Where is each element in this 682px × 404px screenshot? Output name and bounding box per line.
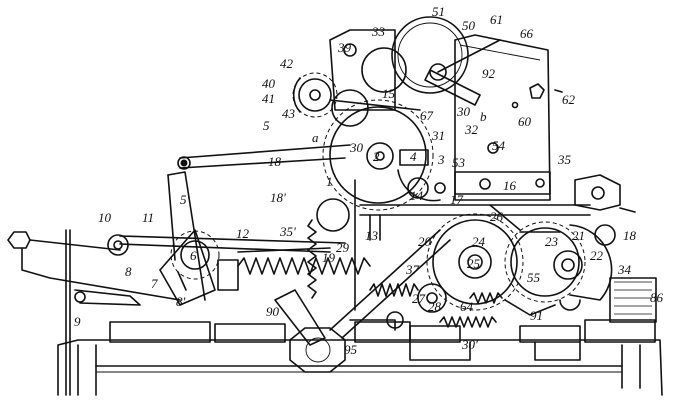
- ref-label-35b: 35': [279, 224, 296, 239]
- ref-label-33: 33: [371, 24, 386, 39]
- gear-24: [426, 213, 524, 311]
- ref-label-2: 2: [373, 149, 380, 164]
- ref-label-41: 41: [262, 91, 275, 106]
- pinion-42: [292, 72, 338, 118]
- ref-label-40: 40: [262, 76, 276, 91]
- ref-label-90: 90: [266, 304, 280, 319]
- ref-label-30b: 30: [349, 140, 364, 155]
- ref-label-95: 95: [344, 342, 358, 357]
- ref-label-92: 92: [482, 66, 496, 81]
- ref-label-9: 9: [74, 314, 81, 329]
- ref-label-19: 19: [322, 250, 336, 265]
- ref-label-4: 4: [410, 149, 417, 164]
- ref-label-1: 1: [326, 174, 333, 189]
- lever-5: [167, 144, 351, 301]
- arm-26: [489, 204, 521, 231]
- ref-label-b: b: [480, 109, 487, 124]
- ref-label-17: 17: [450, 192, 464, 207]
- spring-64: [439, 316, 497, 328]
- ref-label-12: 12: [236, 226, 250, 241]
- ref-label-16: 16: [503, 178, 517, 193]
- spring-short: [469, 292, 503, 304]
- ref-label-50: 50: [462, 18, 476, 33]
- ref-label-26: 26: [490, 209, 504, 224]
- ref-label-24: 24: [472, 234, 486, 249]
- ref-label-54: 54: [492, 138, 506, 153]
- ref-label-6: 6: [190, 248, 197, 263]
- ref-label-67: 67: [420, 108, 434, 123]
- ref-label-51: 51: [432, 4, 445, 19]
- ref-label-27: 27: [412, 291, 426, 306]
- ref-label-14: 14: [410, 188, 424, 203]
- ref-label-7: 7: [151, 276, 158, 291]
- ref-label-22: 22: [590, 248, 604, 263]
- ref-label-30c: 30': [461, 337, 478, 352]
- ref-label-25: 25: [467, 256, 481, 271]
- ref-label-5b: 5': [180, 192, 190, 207]
- ref-label-11: 11: [142, 210, 154, 225]
- spring-37: [369, 283, 419, 297]
- ref-label-29: 29: [336, 240, 350, 255]
- ref-label-64: 64: [460, 299, 474, 314]
- left-upright: [7, 229, 181, 396]
- ref-label-18c: 18: [623, 228, 637, 243]
- ref-label-5a: 5: [263, 118, 270, 133]
- ref-label-61: 61: [490, 12, 503, 27]
- ref-label-3: 3: [437, 152, 445, 167]
- ref-label-10: 10: [98, 210, 112, 225]
- ref-label-39: 39: [337, 40, 352, 55]
- roller-27: [386, 283, 447, 329]
- ref-label-34: 34: [617, 262, 632, 277]
- ref-label-66: 66: [520, 26, 534, 41]
- gear-30: [322, 99, 441, 211]
- ref-label-28: 28: [428, 299, 442, 314]
- ref-label-20: 20: [418, 234, 432, 249]
- bell-crank-6: [74, 229, 220, 306]
- gear-23: [504, 221, 586, 303]
- ref-label-a: a: [312, 130, 319, 145]
- hex-nut-95: [289, 327, 346, 373]
- ref-label-43: 43: [282, 106, 296, 121]
- ref-label-86: 86: [650, 290, 664, 305]
- ref-label-8a: 8: [125, 264, 132, 279]
- ref-label-18a: 18: [268, 154, 282, 169]
- ref-label-35a: 35: [557, 152, 572, 167]
- ref-label-32: 32: [464, 122, 479, 137]
- ref-label-55: 55: [527, 270, 541, 285]
- spring-35-prime: [307, 219, 317, 299]
- spring-19: [119, 235, 371, 291]
- slide-bar-17: [359, 174, 636, 241]
- base-frame: [57, 277, 663, 396]
- ref-label-23: 23: [545, 234, 559, 249]
- top-housing: [329, 16, 563, 201]
- ref-label-31: 31: [431, 128, 445, 143]
- roller-18-prime: [316, 198, 350, 232]
- ref-label-13: 13: [365, 228, 379, 243]
- ref-label-30a: 30: [456, 104, 471, 119]
- ref-label-37: 37: [405, 262, 420, 277]
- ref-label-91: 91: [530, 308, 543, 323]
- arm-91: [504, 299, 556, 316]
- ref-label-15: 15: [382, 86, 396, 101]
- ref-label-60: 60: [518, 114, 532, 129]
- cam-22: [559, 224, 616, 311]
- ref-label-8b: 8': [176, 294, 186, 309]
- ref-label-42: 42: [280, 56, 294, 71]
- ref-label-62: 62: [562, 92, 576, 107]
- ref-label-18b: 18': [270, 190, 286, 205]
- ref-label-53: 53: [452, 155, 466, 170]
- ref-label-21: 21: [572, 228, 585, 243]
